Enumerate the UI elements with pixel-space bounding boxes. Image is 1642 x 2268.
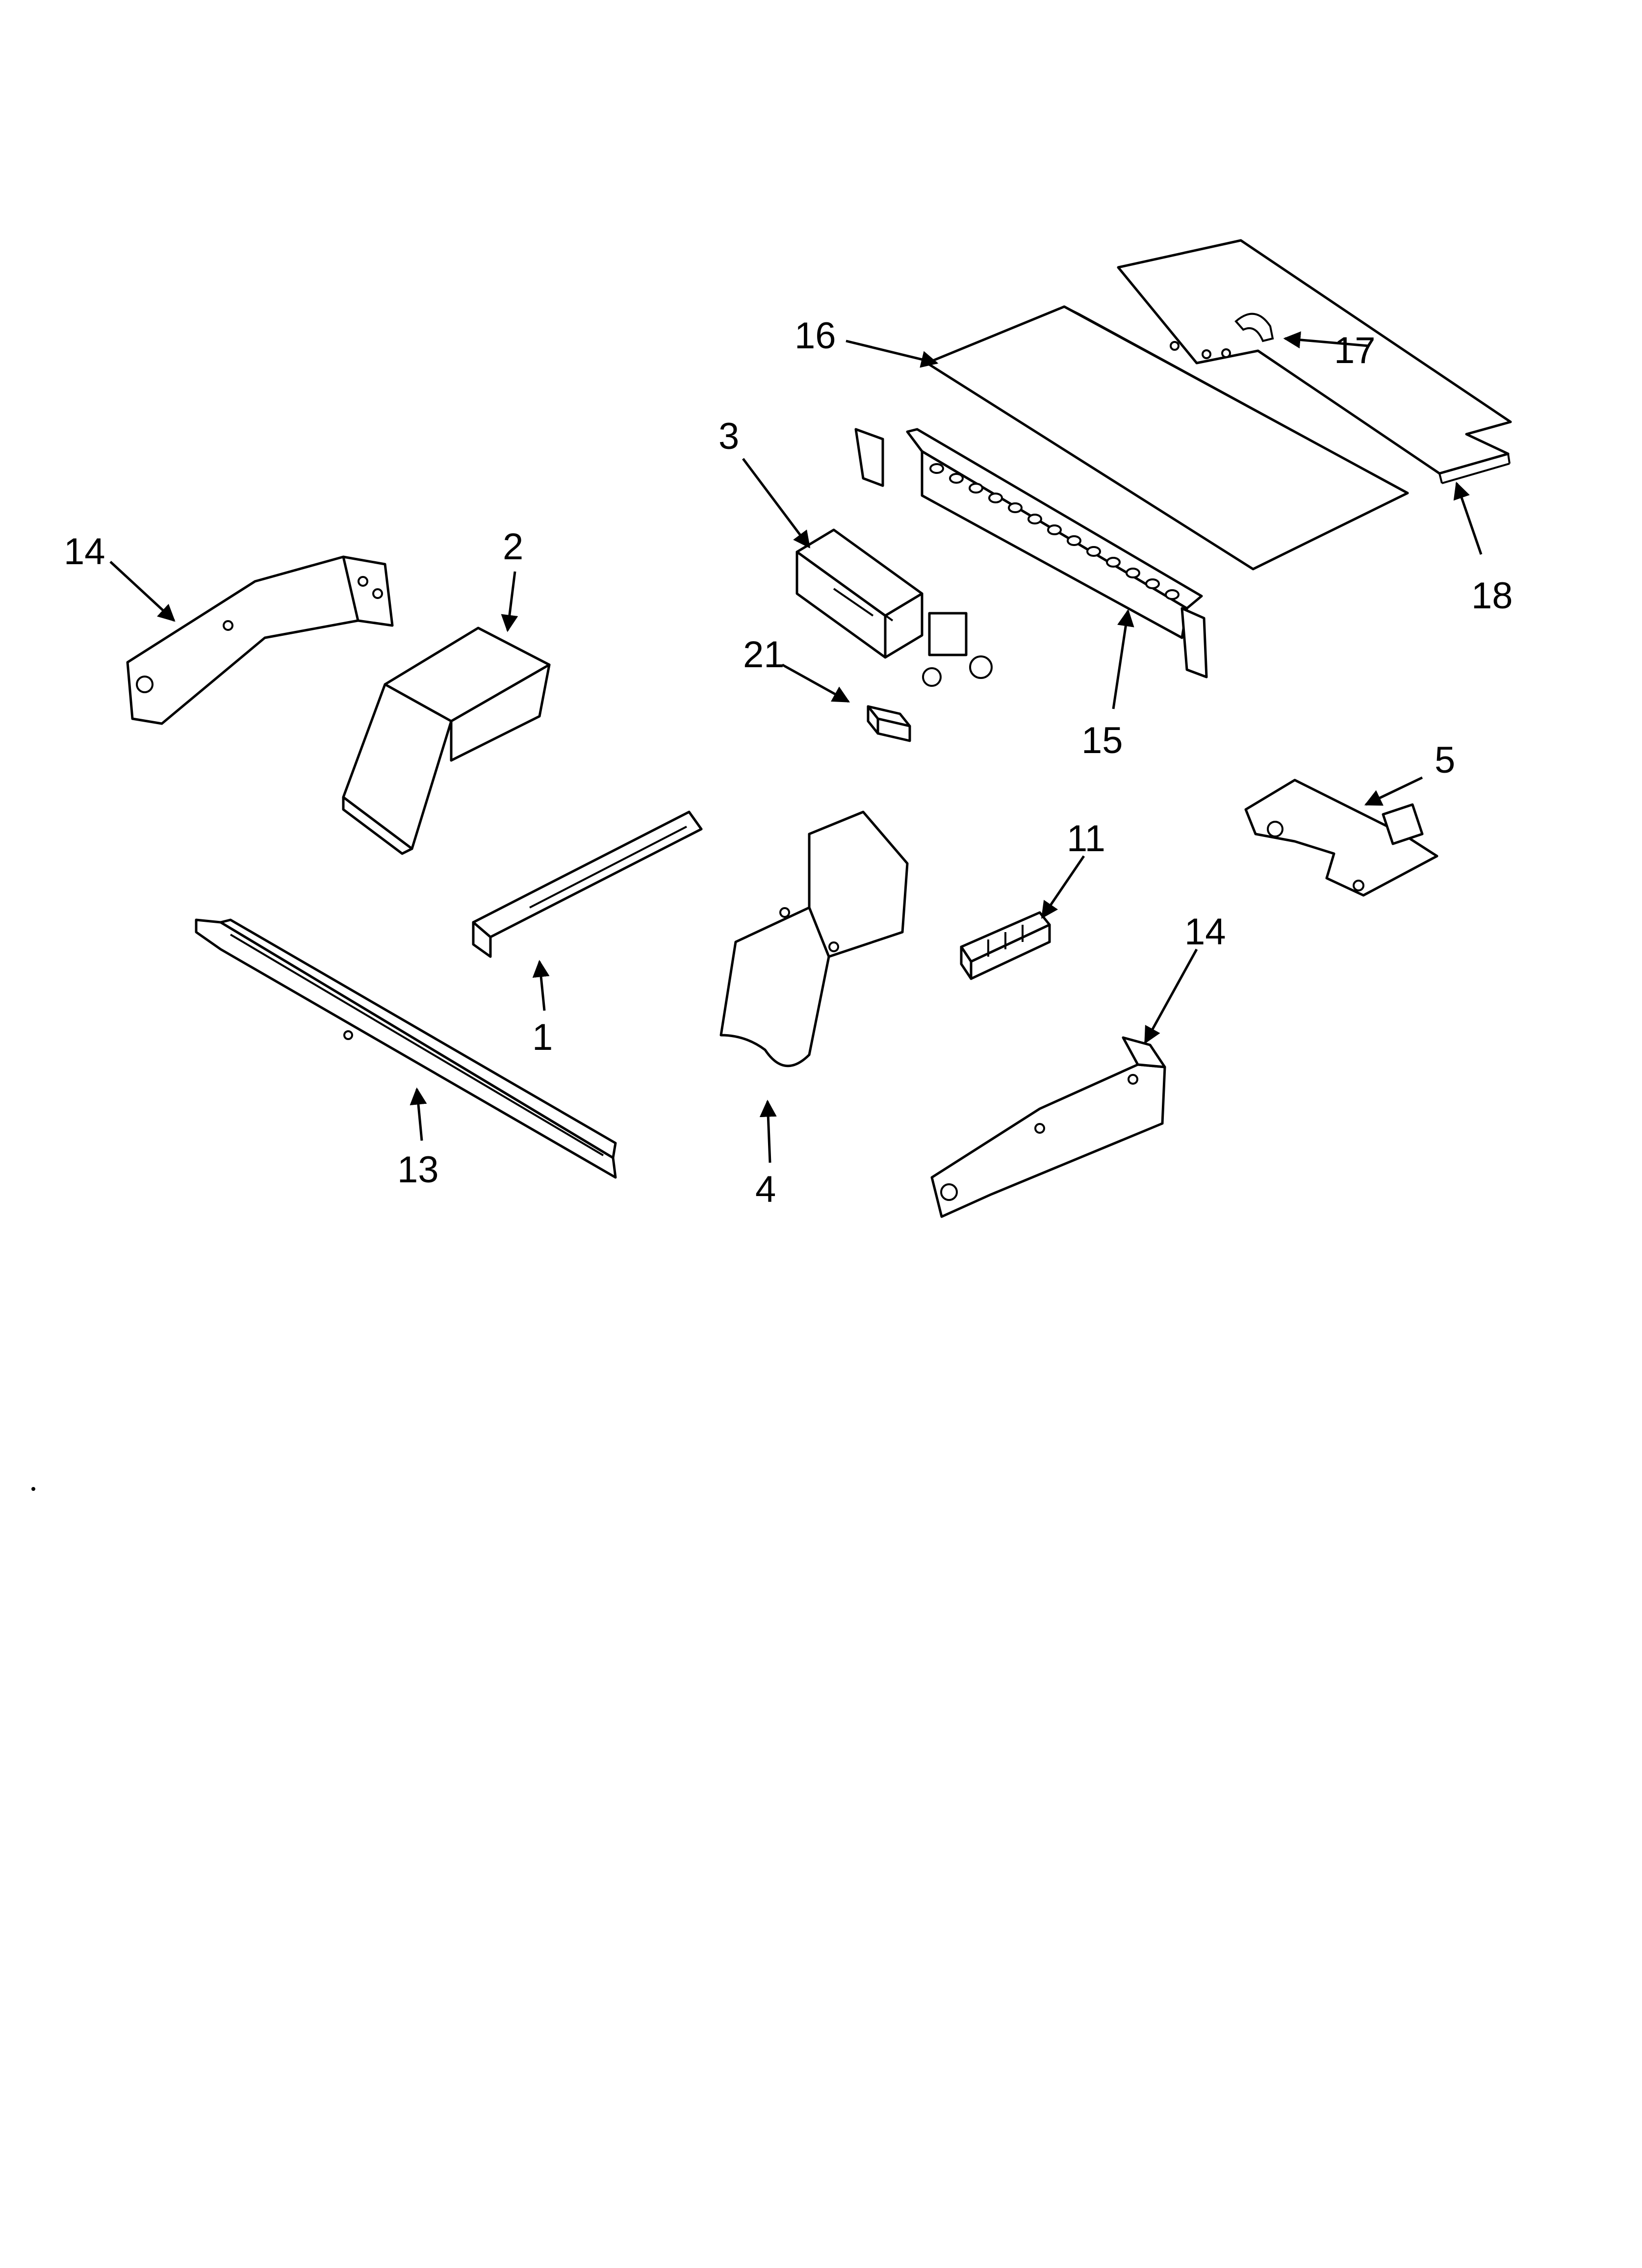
callout-14-left: 14 (64, 531, 105, 573)
callout-18: 18 (1471, 575, 1513, 617)
part-16-shield-panel (925, 305, 1409, 571)
callout-13: 13 (397, 1149, 439, 1191)
part-15-perforated-channel (854, 428, 1208, 678)
part-4-trough-shield (719, 810, 909, 1068)
callout-3: 3 (718, 416, 739, 457)
callout-11: 11 (1067, 818, 1105, 860)
channel-slots (929, 463, 1180, 600)
part-17-clip (1234, 313, 1274, 342)
part-3-motor-assembly (795, 528, 993, 687)
callout-5: 5 (1435, 739, 1455, 781)
callout-14-right: 14 (1184, 911, 1226, 953)
callout-4: 4 (755, 1169, 776, 1210)
callout-1: 1 (532, 1017, 553, 1058)
callout-17: 17 (1334, 330, 1376, 371)
part-14-right-side-bracket (930, 1036, 1166, 1218)
part-11-terminal-block (960, 911, 1051, 980)
callout-21: 21 (743, 634, 785, 676)
part-14-left-side-bracket (126, 555, 394, 725)
leader-lines (109, 331, 1483, 1163)
part-18-top-panel (1117, 239, 1512, 484)
callout-16: 16 (795, 315, 836, 357)
part-2-duct (342, 626, 551, 855)
callout-labels: 16 17 18 3 15 21 14 2 5 11 14 1 13 4 (64, 315, 1513, 1210)
stray-dot (31, 1487, 35, 1491)
part-13-long-rail (195, 918, 617, 1179)
callout-15: 15 (1081, 720, 1123, 761)
callout-2: 2 (503, 526, 523, 568)
part-1-rail (472, 810, 703, 958)
part-5-bracket-plate (1244, 779, 1438, 897)
part-21-connector-block (867, 705, 911, 742)
